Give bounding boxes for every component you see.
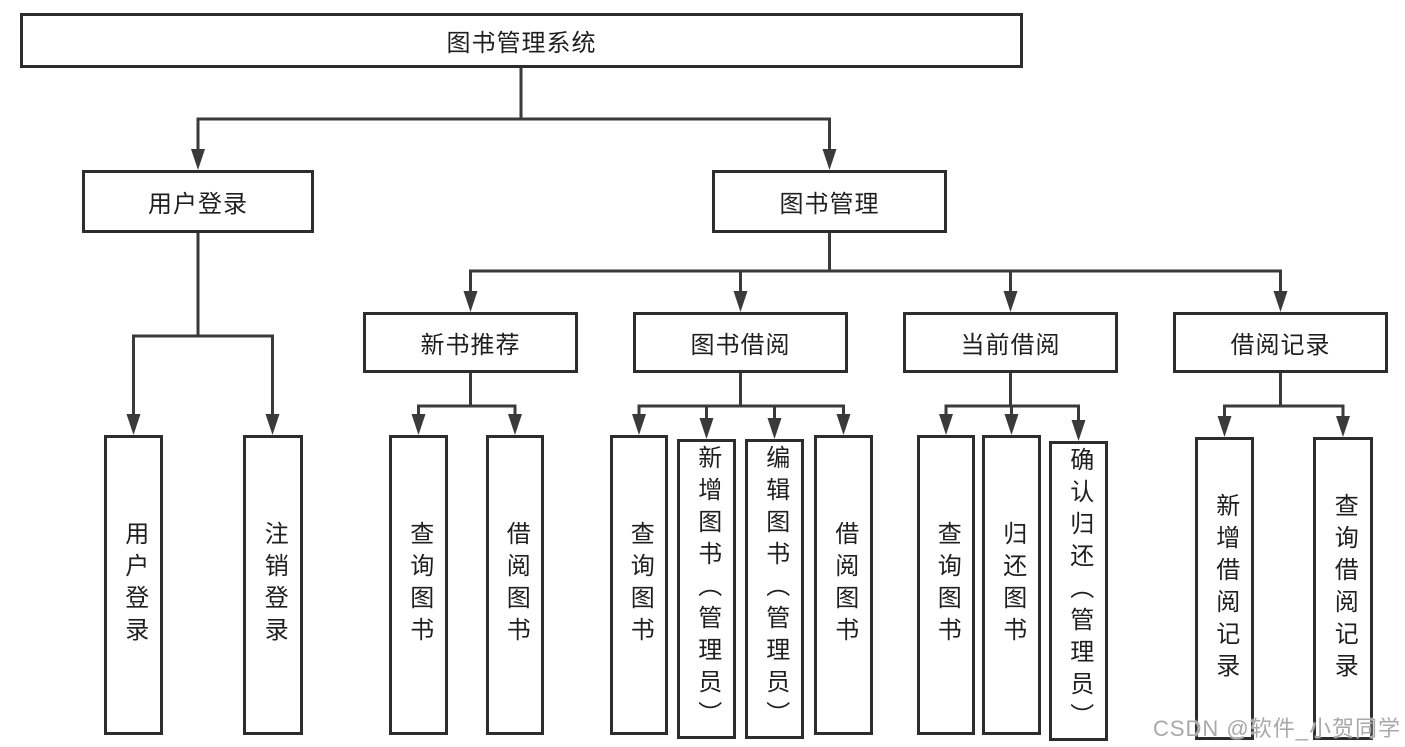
node-label: 当前借阅 <box>960 332 1061 359</box>
node-label: 查询图书 <box>405 521 433 649</box>
node-label: 借阅图书 <box>502 521 530 649</box>
node-root: 图书管理系统 <box>20 13 1023 68</box>
node-label: 图书管理系统 <box>446 30 597 57</box>
leaf-records-add-record: 新增借阅记录 <box>1195 437 1254 740</box>
node-label: 用户登录 <box>120 521 148 649</box>
leaf-recommend-query-books: 查询图书 <box>389 435 448 735</box>
node-label: 查询图书 <box>626 521 654 649</box>
node-label: 新书推荐 <box>420 332 521 359</box>
node-user-login: 用户登录 <box>82 170 314 233</box>
leaf-user-login: 用户登录 <box>104 435 163 735</box>
leaf-current-confirm-return-admin: 确认归还（管理员） <box>1049 441 1108 741</box>
leaf-borrowing-query-books: 查询图书 <box>610 435 668 735</box>
leaf-current-query-books: 查询图书 <box>917 435 975 735</box>
node-label: 借阅记录 <box>1230 332 1331 359</box>
node-new-book-recommend: 新书推荐 <box>363 312 578 373</box>
node-label: 用户登录 <box>148 191 248 218</box>
node-borrowing-records: 借阅记录 <box>1173 312 1388 373</box>
node-label: 新增图书（管理员） <box>693 445 721 733</box>
node-label: 归还图书 <box>998 521 1026 649</box>
node-label: 图书借阅 <box>690 332 791 359</box>
node-label: 借阅图书 <box>830 521 858 649</box>
node-label: 编辑图书（管理员） <box>761 445 789 733</box>
node-current-borrowing: 当前借阅 <box>903 312 1118 373</box>
node-label: 确认归还（管理员） <box>1065 447 1093 735</box>
leaf-recommend-borrow-books: 借阅图书 <box>486 435 544 735</box>
node-label: 图书管理 <box>779 191 880 218</box>
leaf-records-query-record: 查询借阅记录 <box>1313 437 1373 740</box>
leaf-logout: 注销登录 <box>243 435 303 735</box>
node-label: 新增借阅记录 <box>1211 492 1239 685</box>
leaf-borrowing-edit-books-admin: 编辑图书（管理员） <box>745 439 804 739</box>
node-label: 查询图书 <box>933 521 961 649</box>
node-label: 注销登录 <box>260 521 288 649</box>
watermark: CSDN @软件_小贺同学 <box>1152 716 1401 741</box>
node-book-borrowing: 图书借阅 <box>633 312 848 373</box>
leaf-borrowing-add-books-admin: 新增图书（管理员） <box>677 439 736 739</box>
node-book-management: 图书管理 <box>712 170 947 233</box>
node-label: 查询借阅记录 <box>1330 492 1358 685</box>
leaf-borrowing-borrow-books: 借阅图书 <box>814 435 873 735</box>
leaf-current-return-books: 归还图书 <box>982 435 1041 735</box>
